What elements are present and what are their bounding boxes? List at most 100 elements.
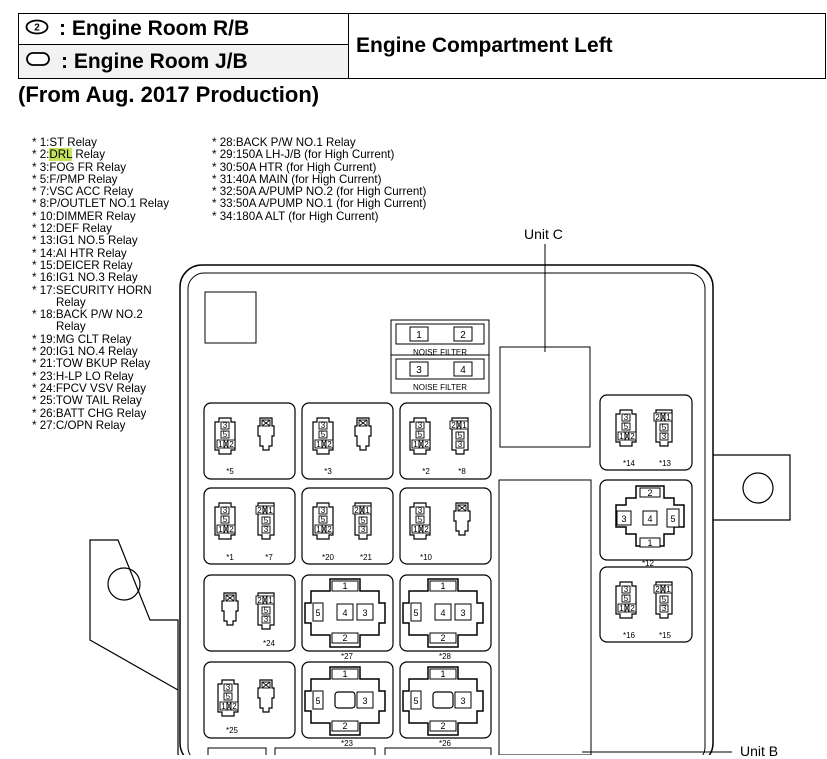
legend-item: * 15:DEICER Relay bbox=[32, 258, 133, 272]
legend-item: * 18:BACK P/W NO.2 bbox=[32, 308, 143, 322]
svg-text:4: 4 bbox=[647, 514, 652, 524]
relay-2 bbox=[409, 417, 431, 455]
rb-symbol-number: 2 bbox=[34, 23, 40, 34]
relay-21 bbox=[352, 502, 372, 540]
relay-10 bbox=[409, 502, 431, 540]
relay-5 bbox=[214, 417, 236, 455]
relay-bay bbox=[203, 487, 296, 565]
legend-item-prefix: * 2: bbox=[32, 148, 50, 162]
noise-filter-pin: 3 bbox=[416, 365, 422, 376]
relay-24 bbox=[255, 592, 275, 630]
relay-3-aux bbox=[354, 417, 372, 451]
engine-room-rb-label: : Engine Room R/B bbox=[59, 17, 250, 40]
relay-bay bbox=[301, 402, 394, 480]
legend-item: * 29:150A LH-J/B (for High Current) bbox=[212, 148, 395, 162]
drl-highlight: DRL bbox=[49, 148, 73, 162]
engine-room-jb-label: : Engine Room J/B bbox=[61, 49, 248, 73]
noise-filter-pin: 2 bbox=[460, 330, 466, 341]
relay-23 bbox=[304, 666, 386, 736]
legend-item: * 25:TOW TAIL Relay bbox=[32, 394, 142, 408]
relay-label: *25 bbox=[226, 726, 239, 735]
noise-filter-bottom: 3 4 NOISE FILTER bbox=[390, 354, 490, 394]
relay-label: *26 bbox=[439, 739, 452, 748]
relay-label: *1 bbox=[226, 553, 234, 562]
relay-bay bbox=[203, 661, 296, 739]
legend-item: * 14:AI HTR Relay bbox=[32, 246, 127, 260]
relay-25 bbox=[217, 679, 239, 717]
legend-item: * 16:IG1 NO.3 Relay bbox=[32, 271, 138, 285]
relay-label: *16 bbox=[623, 631, 636, 640]
legend-item: * 7:VSC ACC Relay bbox=[32, 185, 134, 199]
relay-27 bbox=[304, 578, 386, 648]
relay-bay bbox=[301, 487, 394, 565]
legend-item: * 17:SECURITY HORN bbox=[32, 283, 152, 297]
svg-text:5: 5 bbox=[670, 514, 675, 524]
relay-bay bbox=[301, 661, 394, 739]
relay-7 bbox=[255, 502, 275, 540]
relay-bay bbox=[301, 574, 394, 652]
legend-item: * 32:50A A/PUMP NO.2 (for High Current) bbox=[212, 185, 427, 199]
legend-item: * 27:C/OPN Relay bbox=[32, 418, 126, 432]
relay-label: *8 bbox=[458, 467, 466, 476]
legend-item-drl: * 2:DRL Relay bbox=[32, 148, 169, 162]
relay-label: *3 bbox=[324, 467, 332, 476]
legend-item: * 33:50A A/PUMP NO.1 (for High Current) bbox=[212, 197, 427, 211]
legend-item-suffix: Relay bbox=[72, 148, 106, 162]
relay-bay bbox=[399, 402, 492, 480]
legend-item: * 30:50A HTR (for High Current) bbox=[212, 160, 377, 174]
relay-16 bbox=[615, 581, 637, 619]
relay-1 bbox=[214, 502, 236, 540]
relay-label: *20 bbox=[322, 553, 335, 562]
legend-item: * 13:IG1 NO.5 Relay bbox=[32, 234, 138, 248]
relay-26 bbox=[402, 666, 484, 736]
legend-item: * 26:BATT CHG Relay bbox=[32, 406, 147, 420]
relay-12: 2 1 3 4 5 bbox=[615, 485, 685, 548]
unit-b-block bbox=[498, 479, 592, 755]
unit-c-label: Unit C bbox=[524, 226, 563, 242]
mounting-hole-left bbox=[107, 567, 141, 601]
legend-item-continued: Relay bbox=[56, 295, 86, 309]
mounting-hole-right bbox=[742, 472, 774, 504]
relay-24-aux bbox=[221, 592, 239, 626]
legend-item: * 34:180A ALT (for High Current) bbox=[212, 209, 379, 223]
noise-filter-top: 1 2 NOISE FILTER bbox=[390, 319, 490, 359]
relay-13 bbox=[653, 409, 673, 447]
legend-item: * 31:40A MAIN (for High Current) bbox=[212, 172, 382, 186]
legend-item: * 3:FOG FR Relay bbox=[32, 160, 127, 174]
relay-label: *28 bbox=[439, 652, 452, 661]
legend-item: * 12:DEF Relay bbox=[32, 222, 112, 236]
relay-3 bbox=[312, 417, 334, 455]
relay-label: *7 bbox=[265, 553, 273, 562]
relay-label: *27 bbox=[341, 652, 354, 661]
legend-item: * 24:FPCV VSV Relay bbox=[32, 381, 147, 395]
relay-bay bbox=[399, 574, 492, 652]
relay-bay bbox=[203, 574, 296, 652]
noise-filter-pin: 4 bbox=[460, 365, 466, 376]
svg-text:1: 1 bbox=[647, 538, 652, 548]
relay-14 bbox=[615, 409, 637, 447]
relay-label: *14 bbox=[623, 459, 636, 468]
legend-item: * 5:F/PMP Relay bbox=[32, 172, 118, 186]
legend-item: * 20:IG1 NO.4 Relay bbox=[32, 345, 138, 359]
relay-label: *2 bbox=[422, 467, 430, 476]
relay-bay bbox=[203, 402, 296, 480]
relay-10-aux bbox=[453, 502, 471, 536]
relay-bay bbox=[599, 566, 693, 643]
engine-room-jb-cell: : Engine Room J/B bbox=[19, 45, 349, 78]
engine-room-jb-symbol-icon bbox=[25, 50, 51, 74]
legend-item: * 23:H-LP LO Relay bbox=[32, 369, 134, 383]
relay-label: *24 bbox=[263, 639, 276, 648]
relay-bay bbox=[599, 479, 693, 561]
relay-bay bbox=[599, 394, 693, 471]
legend-item-continued: Relay bbox=[56, 320, 86, 334]
location-title: Engine Compartment Left bbox=[356, 34, 613, 57]
square-block bbox=[204, 291, 257, 344]
legend-item: * 8:P/OUTLET NO.1 Relay bbox=[32, 197, 170, 211]
relay-legend-left: * 1:ST Relay * 2:DRL Relay * 3:FOG FR Re… bbox=[32, 136, 170, 432]
relay-label: *5 bbox=[226, 467, 234, 476]
relay-28 bbox=[402, 578, 484, 648]
relay-label: *15 bbox=[659, 631, 672, 640]
noise-filter-pin: 1 bbox=[416, 330, 422, 341]
legend-item: * 28:BACK P/W NO.1 Relay bbox=[212, 136, 356, 149]
